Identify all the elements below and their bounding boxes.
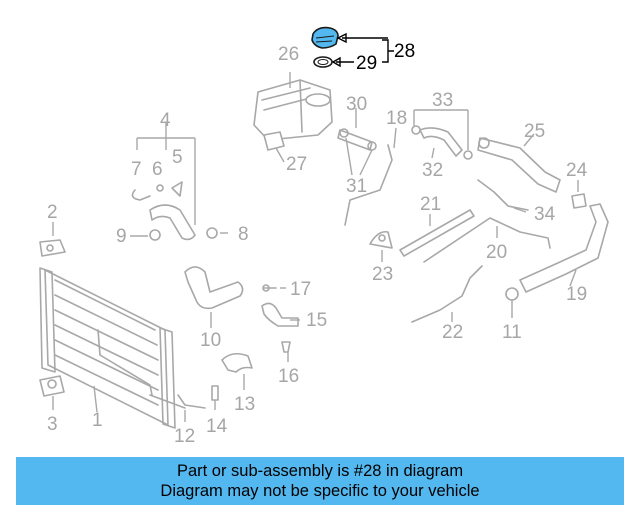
banner-line-1: Part or sub-assembly is #28 in diagram [176,462,464,480]
label-1: 1 [92,410,103,431]
label-21: 21 [420,194,441,215]
label-6: 6 [152,159,163,180]
label-4: 4 [160,110,171,131]
label-5: 5 [172,147,183,168]
label-3: 3 [47,414,58,435]
label-32: 32 [422,160,443,181]
expansion-tank-part-26 [253,79,333,141]
label-15: 15 [306,310,327,331]
label-30: 30 [346,94,367,115]
pipe-part-34 [477,179,529,211]
hose-part-15 [261,302,299,327]
label-7: 7 [131,159,142,180]
part-labels: 1 2 3 4 5 6 7 8 9 10 11 12 13 14 15 16 1… [47,41,588,447]
label-17: 17 [290,279,311,300]
label-9: 9 [116,226,127,247]
label-11: 11 [502,322,522,343]
pipe-part-18 [344,144,393,226]
label-23: 23 [372,264,393,285]
label-25: 25 [524,121,545,142]
clip-part-17 [262,284,277,292]
label-27: 27 [286,154,307,175]
leader-lines [52,72,579,422]
label-22: 22 [442,322,463,343]
label-29: 29 [356,53,377,74]
label-20: 20 [486,242,507,263]
hose-part-30 [337,128,377,151]
pipe-part-12 [177,394,206,409]
bolt-part-14 [211,385,219,401]
hose-part-24 [571,193,587,209]
info-banner: Part or sub-assembly is #28 in diagram D… [16,457,624,505]
label-18: 18 [386,108,407,129]
label-2: 2 [47,202,58,223]
label-13: 13 [234,394,255,415]
label-16: 16 [278,366,299,387]
label-10: 10 [200,330,221,351]
label-19: 19 [566,284,587,305]
banner-line-2: Diagram may not be specific to your vehi… [160,482,480,500]
label-12: 12 [174,426,195,447]
hose-part-10 [184,266,244,310]
bracket-part-2 [39,239,66,257]
label-31: 31 [346,176,367,197]
label-26: 26 [278,44,299,65]
bracket-part-23 [369,230,393,249]
label-24: 24 [566,160,588,181]
label-33: 33 [432,90,453,111]
pipe-part-21 [399,209,475,257]
label-34: 34 [534,204,556,225]
mount-part-3 [39,375,65,397]
label-14: 14 [206,416,228,437]
hose-part-32 [411,125,473,160]
clamp-part-11 [505,287,519,301]
hose-part-19 [519,203,609,293]
pipe-part-25 [477,137,561,193]
label-28: 28 [394,41,415,62]
hose-set-part-4 [131,122,218,241]
radiator [39,267,186,429]
hose-part-13 [221,352,253,373]
pipe-part-20 [423,217,551,263]
clip-part-16 [281,341,291,353]
label-8: 8 [238,224,249,245]
radiator-cap-part-28 [311,26,339,68]
pipe-part-22 [411,265,483,323]
leader-lines-highlighted [331,32,394,68]
fitting-part-27 [263,131,285,151]
